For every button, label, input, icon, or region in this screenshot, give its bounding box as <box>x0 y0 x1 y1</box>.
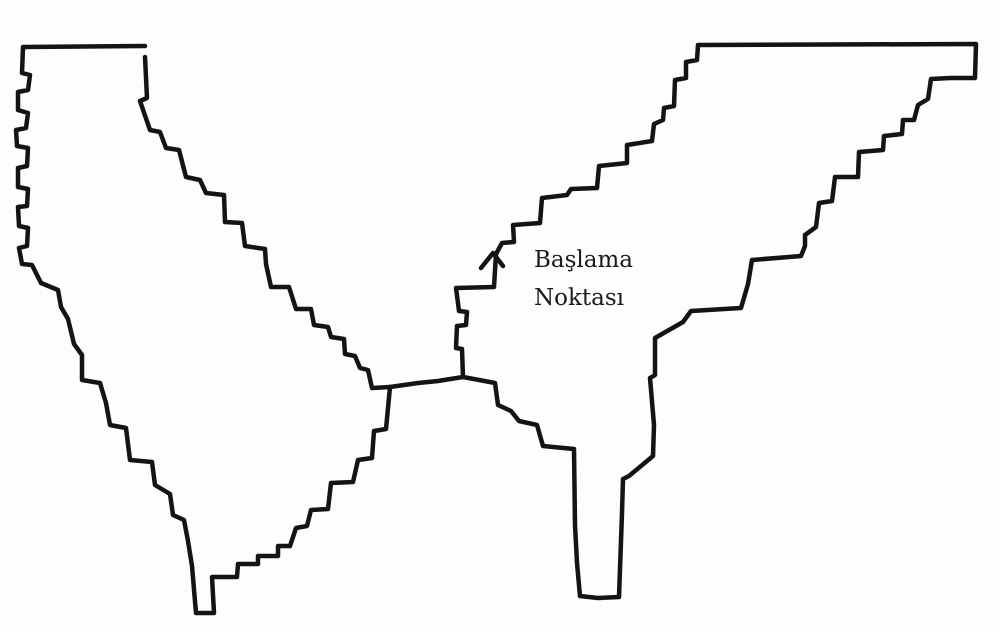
left-wing-inner-edge <box>137 54 393 391</box>
right-wing-upper-edge <box>460 41 979 601</box>
left-wing-outer-edge <box>13 43 393 616</box>
central-bridge <box>387 374 466 390</box>
start-point-label-line-2: Noktası <box>534 285 625 311</box>
start-point-label-line-1: Başlama <box>534 247 634 273</box>
start-arrow-icon <box>478 250 506 271</box>
right-wing-inner-edge <box>453 251 499 380</box>
